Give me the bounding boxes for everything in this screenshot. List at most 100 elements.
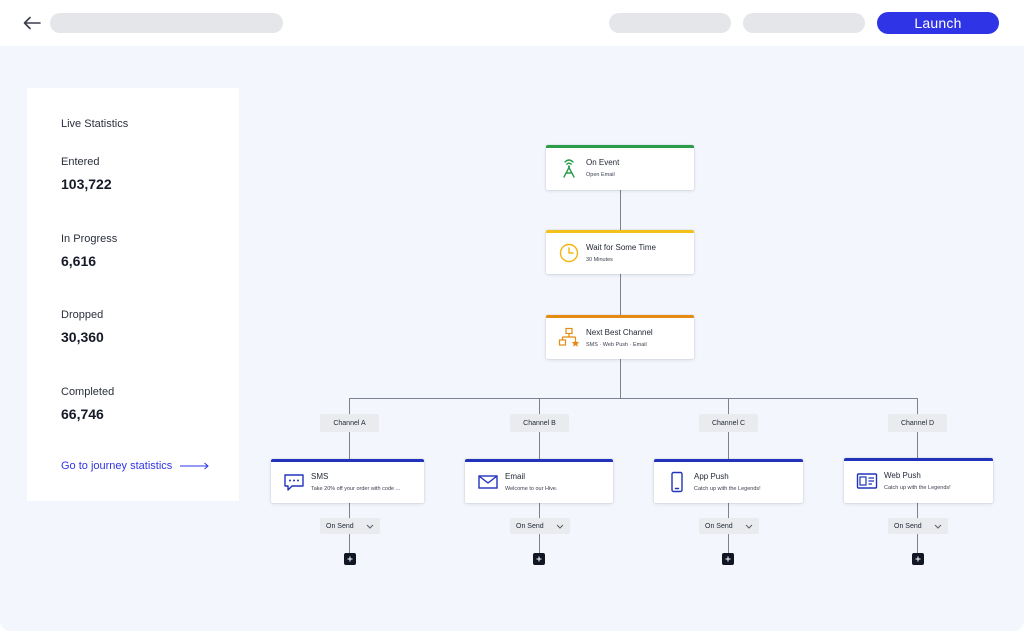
connector bbox=[917, 398, 918, 414]
stat-value: 6,616 bbox=[61, 253, 97, 269]
add-step-button-a[interactable] bbox=[344, 553, 356, 565]
node-wait[interactable]: Wait for Some Time 30 Minutes bbox=[546, 230, 694, 274]
node-accent-bar bbox=[546, 315, 694, 318]
connector bbox=[620, 274, 621, 315]
clock-icon bbox=[559, 243, 579, 263]
channel-tag-c: Channel C bbox=[699, 414, 758, 432]
node-email[interactable]: Email Welcome to our Hive. bbox=[465, 459, 613, 503]
node-title: On Event bbox=[586, 158, 620, 167]
connector bbox=[539, 503, 540, 518]
node-title: Email bbox=[505, 472, 526, 481]
node-title: SMS bbox=[311, 472, 329, 481]
live-statistics-panel: Live Statistics Entered 103,722 In Progr… bbox=[27, 88, 239, 501]
connector bbox=[349, 534, 350, 553]
plus-icon bbox=[915, 556, 921, 562]
node-accent-bar bbox=[271, 459, 424, 462]
connector bbox=[620, 190, 621, 230]
node-accent-bar bbox=[654, 459, 803, 462]
on-send-dropdown-c[interactable]: On Send bbox=[699, 518, 759, 534]
stat-label: Entered bbox=[61, 156, 100, 168]
add-step-button-d[interactable] bbox=[912, 553, 924, 565]
journey-title-placeholder bbox=[50, 13, 283, 33]
plus-icon bbox=[725, 556, 731, 562]
journey-statistics-link[interactable]: Go to journey statistics bbox=[61, 460, 210, 472]
node-accent-bar bbox=[844, 458, 993, 461]
connector bbox=[349, 432, 350, 459]
node-subtitle: Catch up with the Legends! bbox=[694, 486, 761, 492]
connector bbox=[917, 432, 918, 458]
mobile-icon bbox=[671, 471, 683, 493]
node-sms[interactable]: SMS Take 20% off your order with code ..… bbox=[271, 459, 424, 503]
stat-dropped: Dropped 30,360 bbox=[61, 309, 104, 345]
chevron-down-icon bbox=[556, 524, 564, 529]
toolbar-placeholder-2[interactable] bbox=[743, 13, 865, 33]
channel-tag-d: Channel D bbox=[888, 414, 947, 432]
node-subtitle: SMS · Web Push · Email bbox=[586, 342, 647, 348]
antenna-icon bbox=[563, 159, 575, 178]
dropdown-label: On Send bbox=[516, 522, 544, 530]
connector bbox=[349, 398, 918, 399]
back-button[interactable] bbox=[20, 11, 44, 35]
add-step-button-c[interactable] bbox=[722, 553, 734, 565]
node-web-push[interactable]: Web Push Catch up with the Legends! bbox=[844, 458, 993, 503]
connector bbox=[539, 432, 540, 459]
node-title: Wait for Some Time bbox=[586, 243, 656, 252]
add-step-button-b[interactable] bbox=[533, 553, 545, 565]
chevron-down-icon bbox=[745, 524, 753, 529]
stat-label: Dropped bbox=[61, 309, 104, 321]
stat-label: In Progress bbox=[61, 233, 118, 245]
stat-completed: Completed 66,746 bbox=[61, 386, 114, 422]
on-send-dropdown-b[interactable]: On Send bbox=[510, 518, 570, 534]
connector bbox=[620, 359, 621, 399]
toolbar-placeholder-1[interactable] bbox=[609, 13, 731, 33]
channel-tag-a: Channel A bbox=[320, 414, 379, 432]
dropdown-label: On Send bbox=[705, 522, 733, 530]
envelope-icon bbox=[478, 475, 498, 489]
hierarchy-star-icon bbox=[558, 327, 580, 347]
dropdown-label: On Send bbox=[894, 522, 922, 530]
on-send-dropdown-d[interactable]: On Send bbox=[888, 518, 948, 534]
plus-icon bbox=[536, 556, 542, 562]
node-accent-bar bbox=[546, 230, 694, 233]
link-label: Go to journey statistics bbox=[61, 460, 173, 472]
browser-card-icon bbox=[856, 473, 878, 489]
stat-label: Completed bbox=[61, 386, 115, 398]
node-title: App Push bbox=[694, 472, 729, 481]
connector bbox=[349, 398, 350, 414]
node-on-event[interactable]: On Event Open Email bbox=[546, 145, 694, 190]
stats-heading: Live Statistics bbox=[61, 118, 129, 130]
connector bbox=[539, 398, 540, 414]
node-subtitle: 30 Minutes bbox=[586, 257, 613, 263]
node-next-best-channel[interactable]: Next Best Channel SMS · Web Push · Email bbox=[546, 315, 694, 359]
connector bbox=[539, 534, 540, 553]
stat-value: 66,746 bbox=[61, 406, 104, 422]
channel-tag-b: Channel B bbox=[510, 414, 569, 432]
node-title: Next Best Channel bbox=[586, 328, 653, 337]
connector bbox=[728, 432, 729, 459]
connector bbox=[728, 534, 729, 553]
stat-in-progress: In Progress 6,616 bbox=[61, 233, 117, 269]
arrow-right-icon bbox=[180, 462, 210, 470]
node-subtitle: Take 20% off your order with code ... bbox=[311, 486, 401, 492]
node-accent-bar bbox=[465, 459, 613, 462]
chevron-down-icon bbox=[934, 524, 942, 529]
connector bbox=[728, 398, 729, 414]
launch-button[interactable]: Launch bbox=[877, 12, 999, 34]
plus-icon bbox=[347, 556, 353, 562]
stat-entered: Entered 103,722 bbox=[61, 156, 112, 192]
node-app-push[interactable]: App Push Catch up with the Legends! bbox=[654, 459, 803, 503]
node-subtitle: Open Email bbox=[586, 172, 615, 178]
connector bbox=[917, 534, 918, 553]
connector bbox=[349, 503, 350, 518]
top-bar: Launch bbox=[0, 0, 1024, 46]
arrow-left-icon bbox=[23, 16, 41, 30]
node-subtitle: Catch up with the Legends! bbox=[884, 485, 951, 491]
dropdown-label: On Send bbox=[326, 522, 354, 530]
node-title: Web Push bbox=[884, 471, 921, 480]
on-send-dropdown-a[interactable]: On Send bbox=[320, 518, 380, 534]
chevron-down-icon bbox=[366, 524, 374, 529]
stat-value: 30,360 bbox=[61, 329, 104, 345]
connector bbox=[728, 503, 729, 518]
